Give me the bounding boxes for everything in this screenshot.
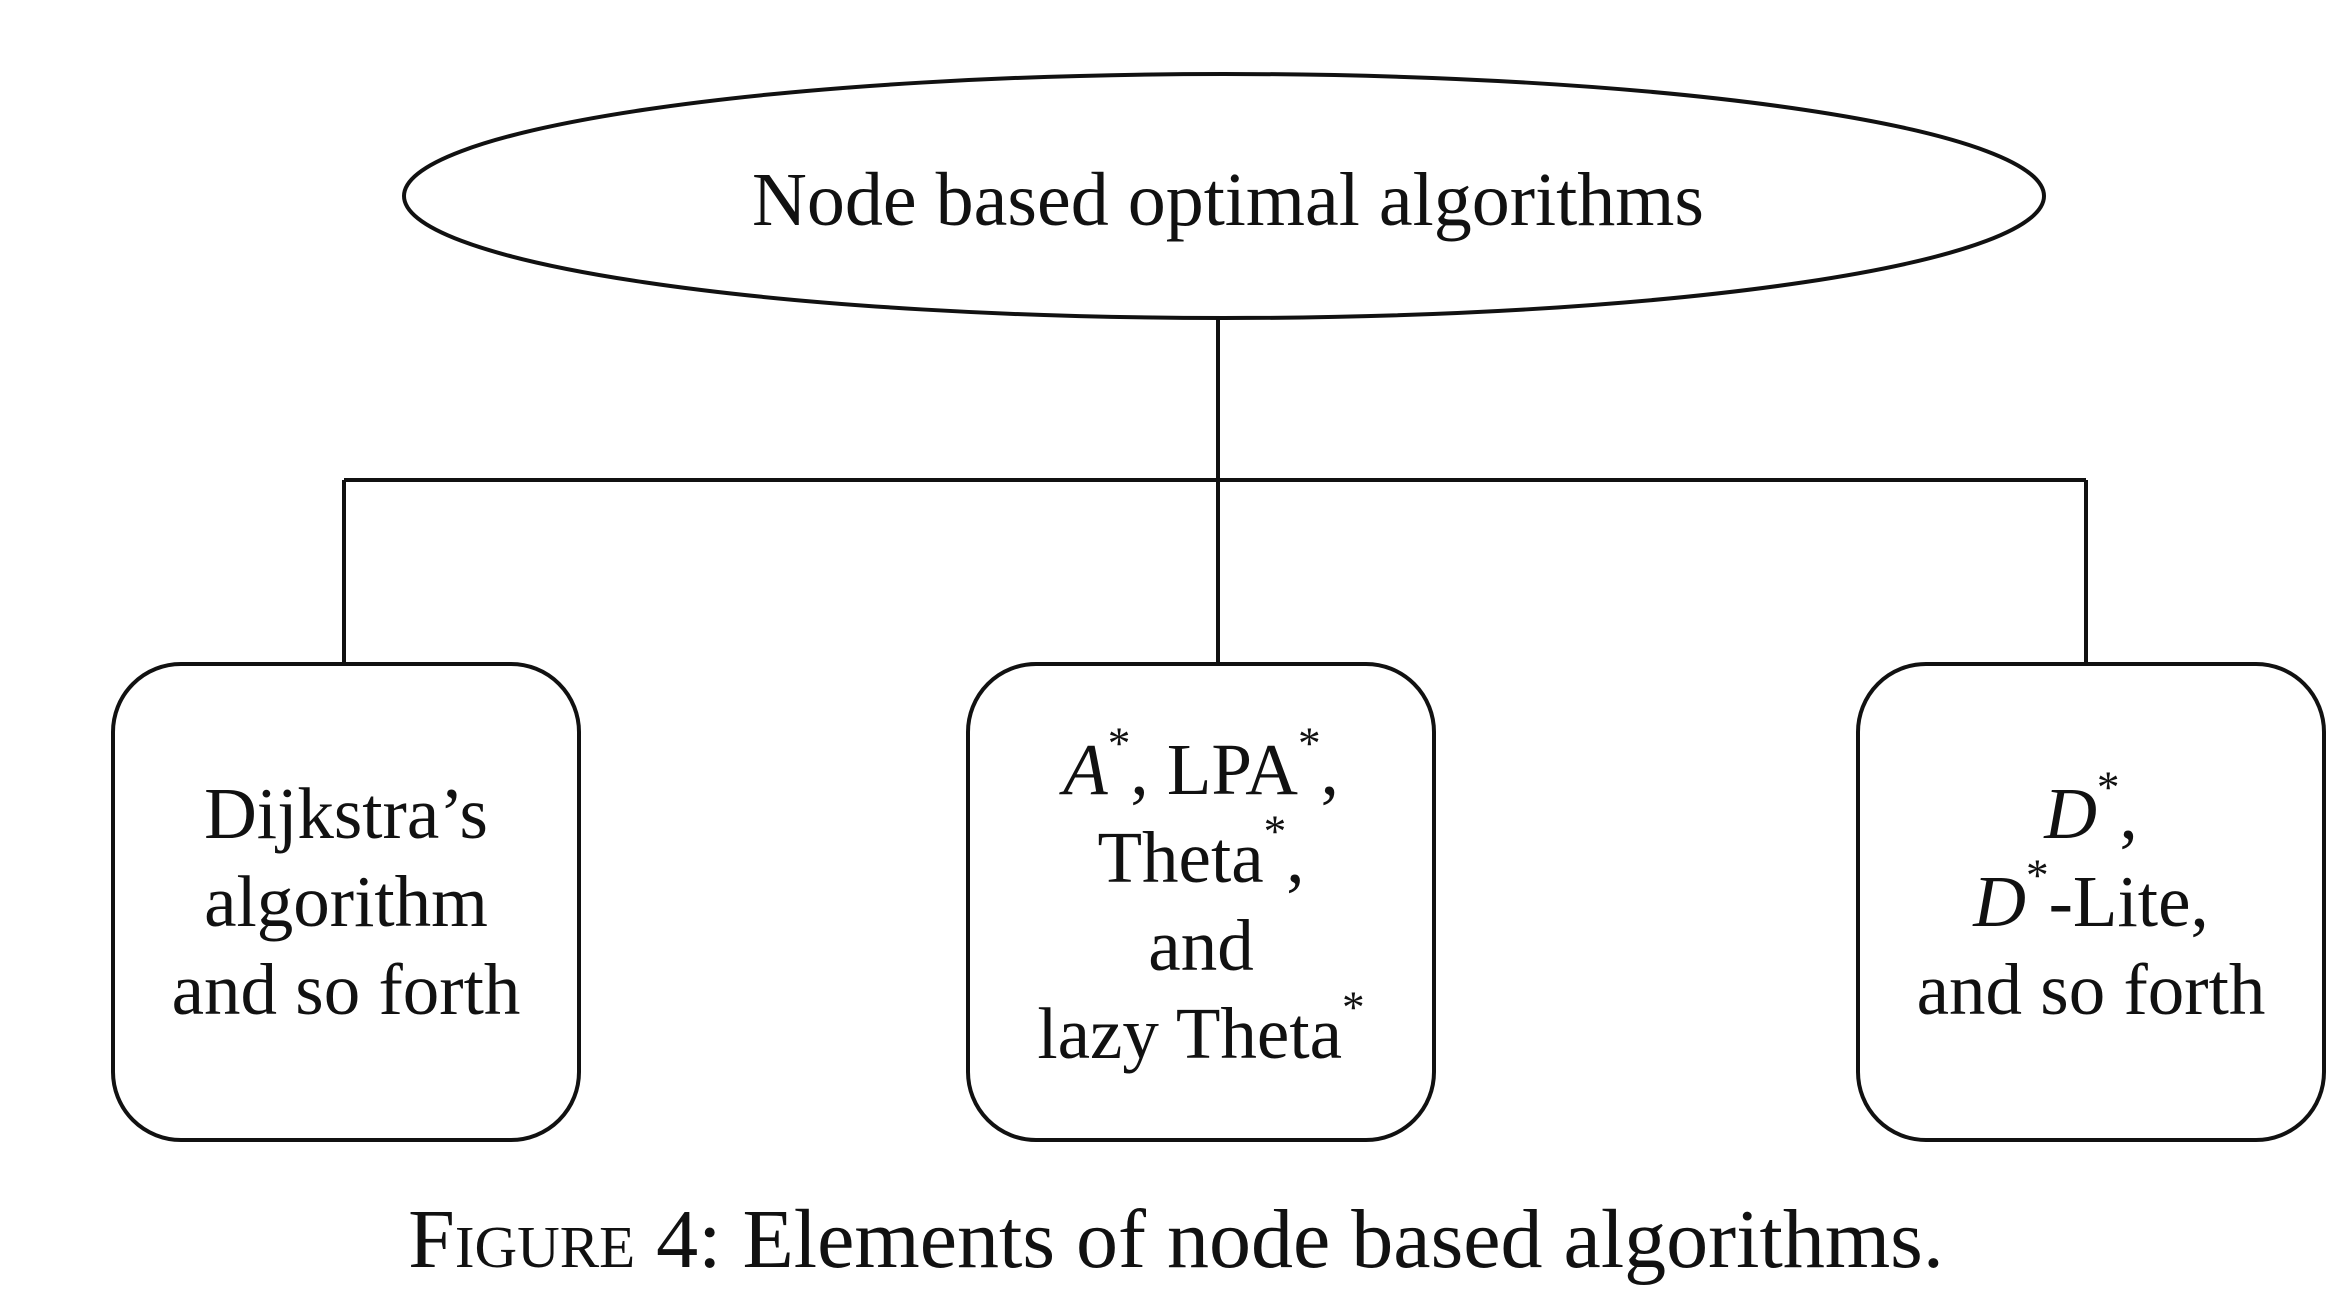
node-text-line: algorithm	[204, 861, 488, 942]
node-text-line: and so forth	[171, 949, 521, 1030]
star-superscript: *	[2025, 850, 2049, 901]
lpa-text: , LPA	[1130, 729, 1299, 810]
line-comma: ,	[1320, 729, 1339, 810]
theta-text: Theta	[1097, 817, 1264, 898]
star-superscript: *	[2096, 762, 2120, 813]
node-text-line: D*-Lite,	[1973, 853, 2209, 946]
star-superscript: *	[1263, 806, 1287, 857]
child-node-box-center	[966, 662, 1436, 1142]
lazy-theta-text: lazy Theta	[1037, 993, 1343, 1074]
node-text-line: and so forth	[1916, 949, 2266, 1030]
child-node-dstar-family: D*, D*-Lite, and so forth	[1858, 668, 2324, 1136]
star-superscript: *	[1298, 718, 1321, 769]
star-superscript: *	[1342, 982, 1365, 1033]
node-text-line: and	[1148, 905, 1254, 986]
line-comma: ,	[1286, 817, 1305, 898]
caption-text: 4: Elements of node based algorithms.	[635, 1193, 1944, 1286]
node-text-line: Dijkstra’s	[204, 773, 488, 854]
child-node-box-right	[1856, 662, 2326, 1142]
figure-caption: Figure 4: Elements of node based algorit…	[0, 1190, 2352, 1290]
node-text-line: Theta*,	[1097, 809, 1305, 902]
child-node-dijkstra: Dijkstra’s algorithm and so forth	[113, 668, 579, 1136]
node-text-line: D*,	[2044, 765, 2138, 858]
child-node-astar-family: A*, LPA*, Theta*, and lazy Theta*	[968, 668, 1434, 1136]
node-text-line: A*, LPA*,	[1063, 721, 1339, 814]
root-node-ellipse	[402, 72, 2046, 320]
figure-word: Figure	[408, 1193, 636, 1286]
dstar-lite-text: -Lite,	[2048, 861, 2209, 942]
child-node-box-left	[111, 662, 581, 1142]
d-star-symbol: D	[2044, 773, 2097, 854]
d-star-symbol: D	[1973, 861, 2026, 942]
a-star-symbol: A	[1063, 729, 1108, 810]
star-superscript: *	[1107, 718, 1131, 769]
node-text-line: lazy Theta*	[1037, 985, 1364, 1078]
root-node-label: Node based optimal algorithms	[752, 158, 1704, 242]
root-node: Node based optimal algorithms	[408, 150, 2048, 250]
line-comma: ,	[2119, 773, 2138, 854]
